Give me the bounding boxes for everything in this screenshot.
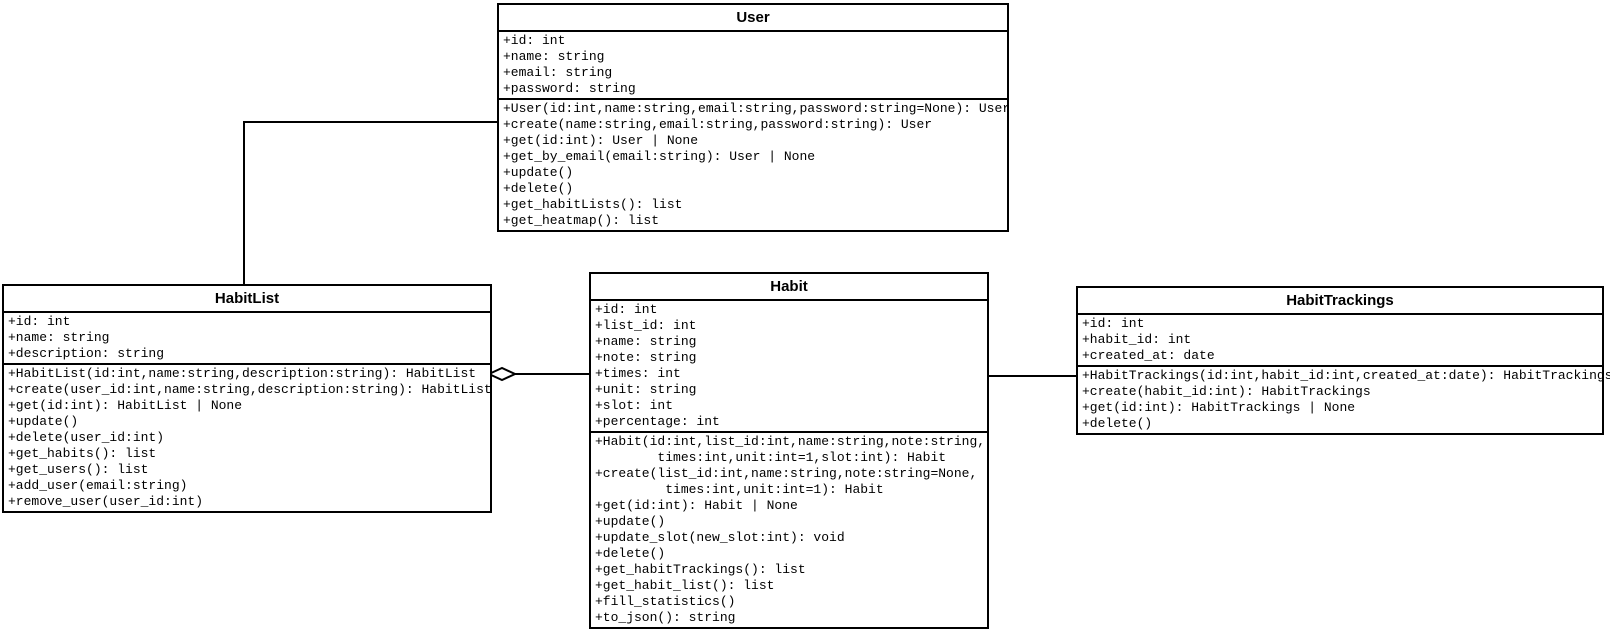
attribute-row: +email: string bbox=[503, 65, 613, 80]
method-row: +delete() bbox=[1082, 416, 1153, 431]
methods-section-habitlist: +HabitList(id:int,name:string,descriptio… bbox=[4, 363, 492, 511]
method-row: +get_habit_list(): list bbox=[595, 578, 775, 593]
method-row: +HabitTrackings(id:int,habit_id:int,crea… bbox=[1082, 368, 1610, 383]
method-row: +get(id:int): HabitList | None bbox=[8, 398, 243, 413]
method-row: +update_slot(new_slot:int): void bbox=[595, 530, 845, 545]
attribute-row: +habit_id: int bbox=[1082, 332, 1192, 347]
method-row: +delete() bbox=[595, 546, 666, 561]
attribute-row: +note: string bbox=[595, 350, 697, 365]
attributes-section-habit: +id: int+list_id: int+name: string+note:… bbox=[591, 301, 987, 431]
method-row: +delete(user_id:int) bbox=[8, 430, 165, 445]
method-row: +get(id:int): User | None bbox=[503, 133, 699, 148]
method-row: +HabitList(id:int,name:string,descriptio… bbox=[8, 366, 477, 381]
attribute-row: +name: string bbox=[595, 334, 697, 349]
attribute-row: +unit: string bbox=[595, 382, 697, 397]
method-row: +get_habits(): list bbox=[8, 446, 157, 461]
method-row: +update() bbox=[503, 165, 574, 180]
class-box-habittrackings: HabitTrackings +id: int+habit_id: int+cr… bbox=[1076, 286, 1610, 435]
class-title-user: User bbox=[499, 5, 1007, 32]
method-row: +delete() bbox=[503, 181, 574, 196]
class-title-habit: Habit bbox=[591, 274, 987, 301]
attribute-row: +id: int bbox=[1082, 316, 1145, 331]
class-title-habitlist: HabitList bbox=[4, 286, 490, 313]
attribute-row: +created_at: date bbox=[1082, 348, 1215, 363]
attributes-section-habittrackings: +id: int+habit_id: int+created_at: date bbox=[1078, 315, 1602, 365]
method-row: +create(user_id:int,name:string,descript… bbox=[8, 382, 492, 397]
method-row: +update() bbox=[8, 414, 79, 429]
aggregation-diamond-icon bbox=[486, 366, 518, 382]
attribute-row: +name: string bbox=[8, 330, 110, 345]
methods-section-user: +User(id:int,name:string,email:string,pa… bbox=[499, 98, 1011, 230]
class-box-user: User +id: int+name: string+email: string… bbox=[497, 3, 1011, 232]
method-row: +create(list_id:int,name:string,note:str… bbox=[595, 466, 978, 481]
attribute-row: +password: string bbox=[503, 81, 636, 96]
attributes-section-user: +id: int+name: string+email: string+pass… bbox=[499, 32, 1007, 98]
attributes-section-habitlist: +id: int+name: string+description: strin… bbox=[4, 313, 490, 363]
method-row: +get_habitTrackings(): list bbox=[595, 562, 806, 577]
method-row: +get_habitLists(): list bbox=[503, 197, 683, 212]
method-row: +get(id:int): HabitTrackings | None bbox=[1082, 400, 1356, 415]
class-box-habitlist: HabitList +id: int+name: string+descript… bbox=[2, 284, 492, 513]
attribute-row: +id: int bbox=[595, 302, 658, 317]
methods-section-habittrackings: +HabitTrackings(id:int,habit_id:int,crea… bbox=[1078, 365, 1610, 433]
method-row: +create(name:string,email:string,passwor… bbox=[503, 117, 933, 132]
method-row: +User(id:int,name:string,email:string,pa… bbox=[503, 101, 1011, 116]
class-title-habittrackings: HabitTrackings bbox=[1078, 288, 1602, 315]
method-row: +Habit(id:int,list_id:int,name:string,no… bbox=[595, 434, 986, 449]
class-box-habit: Habit +id: int+list_id: int+name: string… bbox=[589, 272, 989, 629]
method-row: +get_heatmap(): list bbox=[503, 213, 660, 228]
method-row: +remove_user(user_id:int) bbox=[8, 494, 204, 509]
method-row: +update() bbox=[595, 514, 666, 529]
attribute-row: +times: int bbox=[595, 366, 681, 381]
attribute-row: +list_id: int bbox=[595, 318, 697, 333]
method-row: +get_users(): list bbox=[8, 462, 149, 477]
method-row: times:int,unit:int=1,slot:int): Habit bbox=[595, 450, 947, 465]
attribute-row: +description: string bbox=[8, 346, 165, 361]
attribute-row: +name: string bbox=[503, 49, 605, 64]
method-row: +add_user(email:string) bbox=[8, 478, 188, 493]
methods-section-habit: +Habit(id:int,list_id:int,name:string,no… bbox=[591, 431, 987, 627]
attribute-row: +id: int bbox=[8, 314, 71, 329]
method-row: +to_json(): string bbox=[595, 610, 736, 625]
method-row: +create(habit_id:int): HabitTrackings bbox=[1082, 384, 1371, 399]
attribute-row: +percentage: int bbox=[595, 414, 720, 429]
attribute-row: +id: int bbox=[503, 33, 566, 48]
method-row: +get_by_email(email:string): User | None bbox=[503, 149, 816, 164]
method-row: +get(id:int): Habit | None bbox=[595, 498, 798, 513]
method-row: times:int,unit:int=1): Habit bbox=[595, 482, 884, 497]
attribute-row: +slot: int bbox=[595, 398, 674, 413]
method-row: +fill_statistics() bbox=[595, 594, 736, 609]
